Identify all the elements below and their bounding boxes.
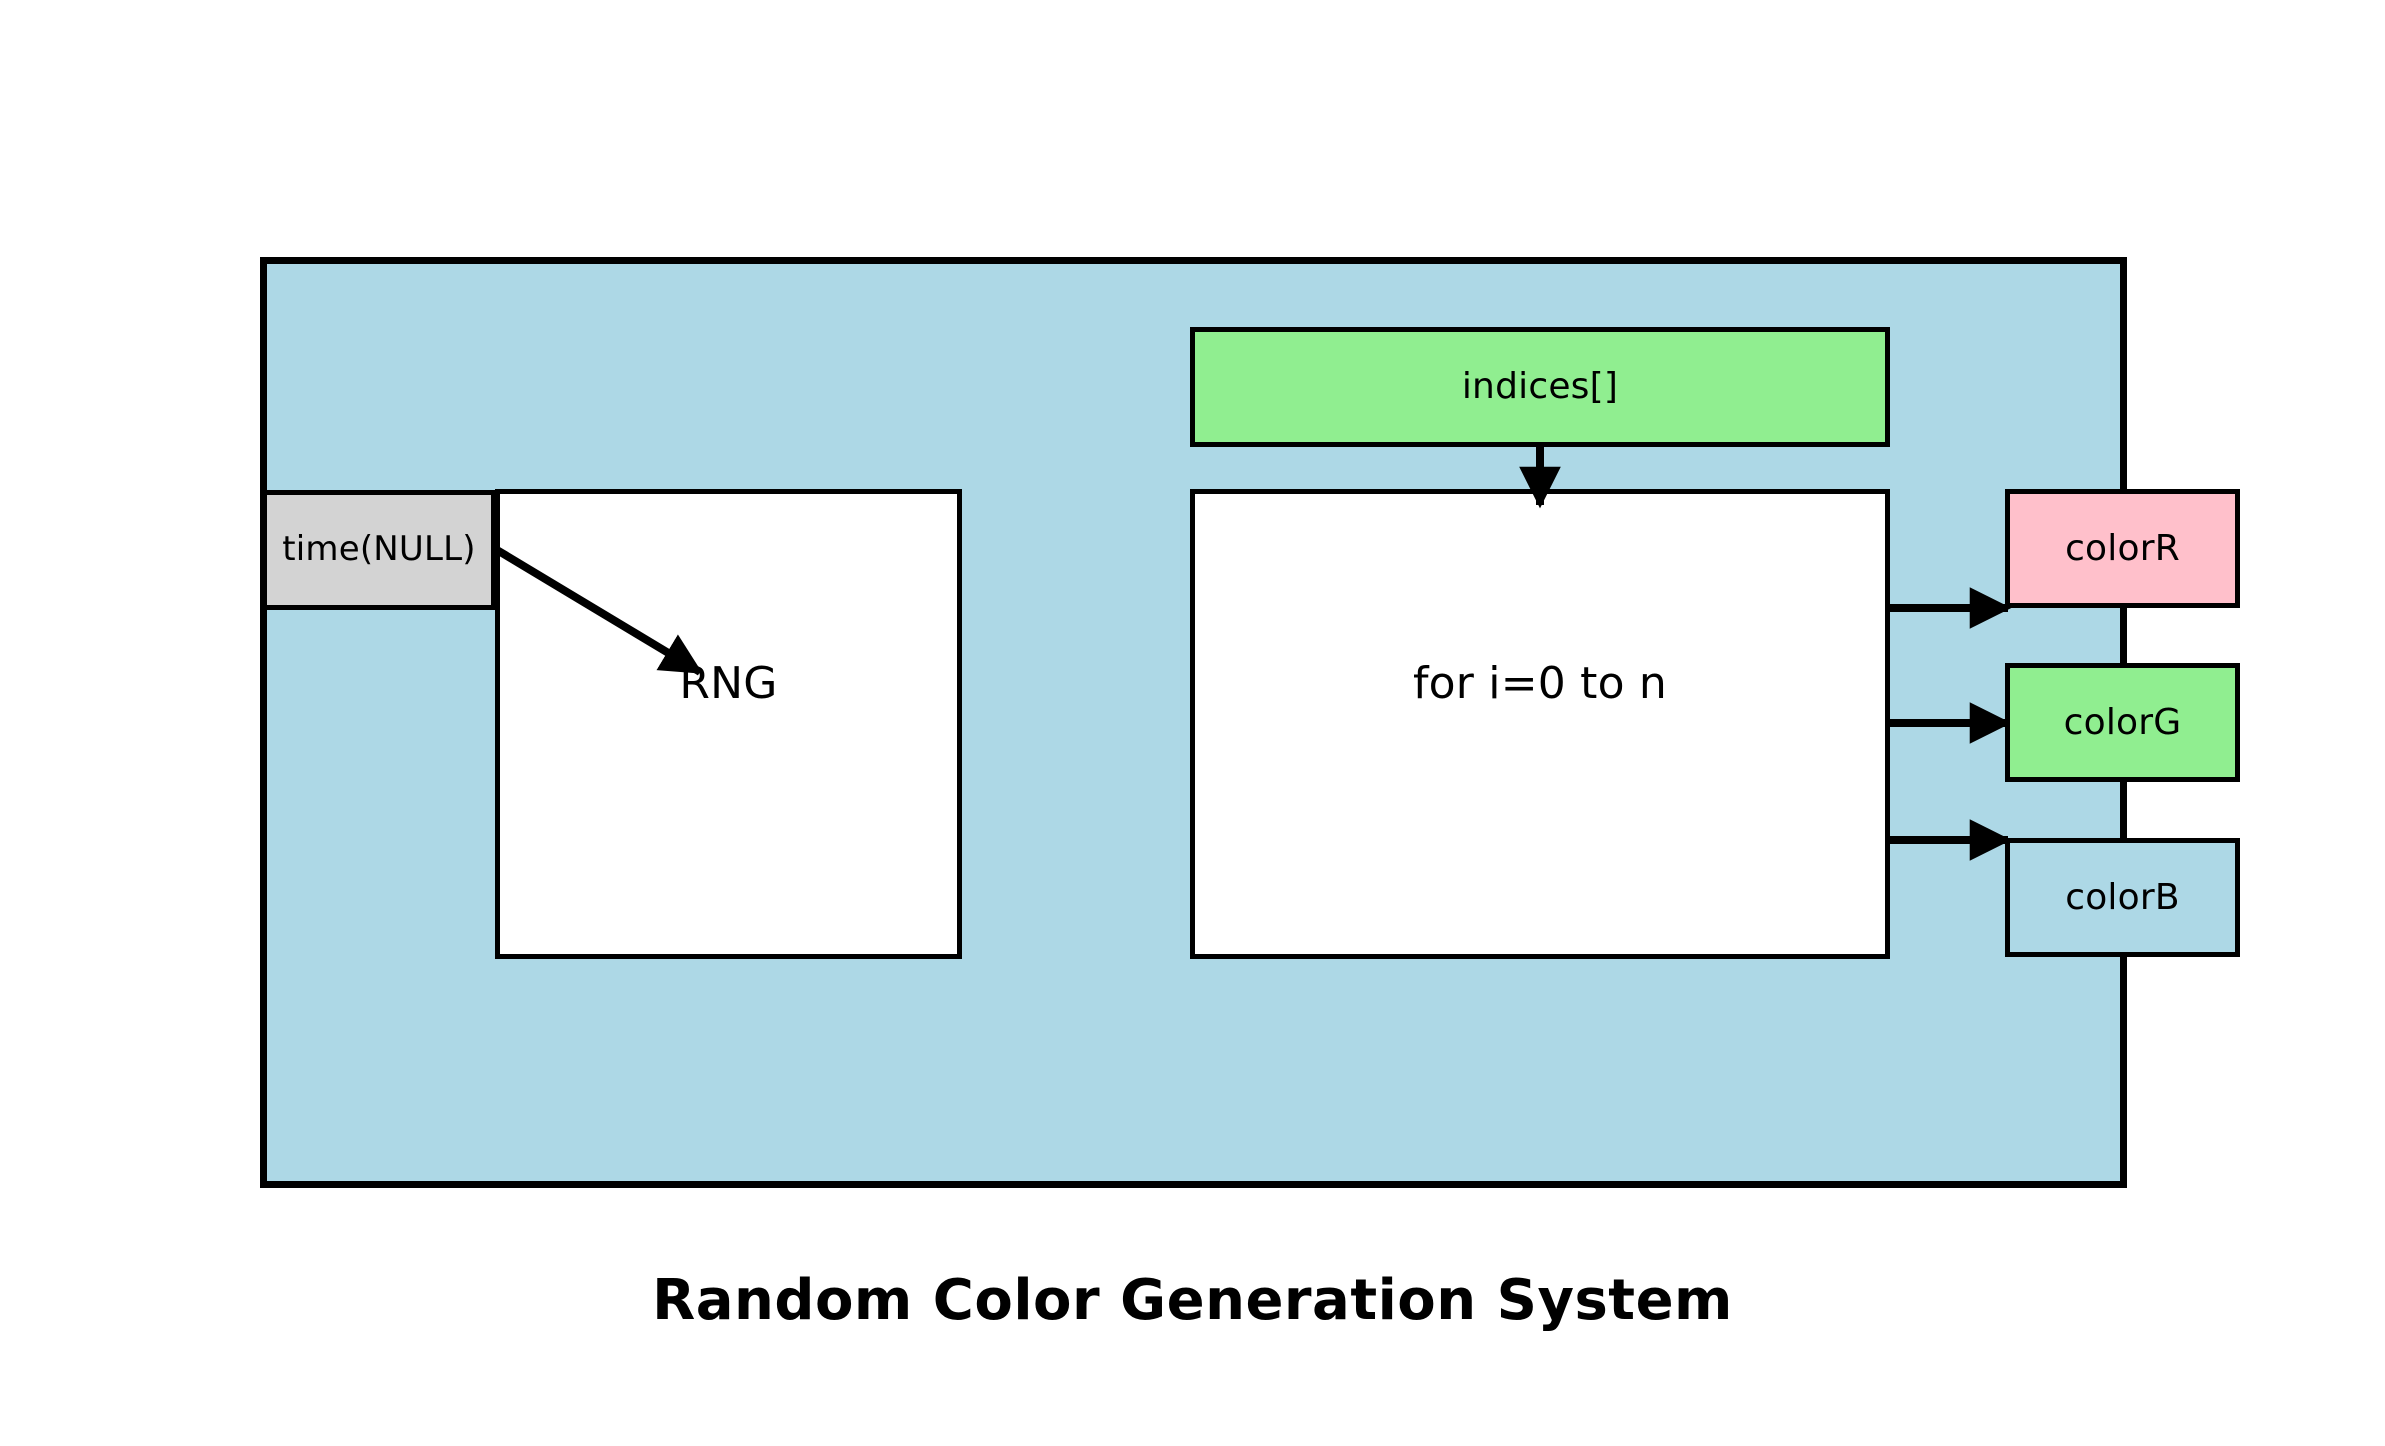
node-rng[interactable]: RNG: [495, 489, 962, 959]
node-rng-label: RNG: [679, 658, 778, 709]
node-indices-array[interactable]: indices[]: [1190, 327, 1890, 447]
node-color-b[interactable]: colorB: [2005, 838, 2240, 957]
node-for-loop[interactable]: for i=0 to n: [1190, 489, 1890, 959]
node-color-g[interactable]: colorG: [2005, 663, 2240, 782]
diagram-title: Random Color Generation System: [652, 1268, 1733, 1333]
node-time-null-seed[interactable]: time(NULL): [262, 490, 496, 610]
node-for-loop-label: for i=0 to n: [1412, 658, 1667, 709]
node-color-r[interactable]: colorR: [2005, 489, 2240, 608]
